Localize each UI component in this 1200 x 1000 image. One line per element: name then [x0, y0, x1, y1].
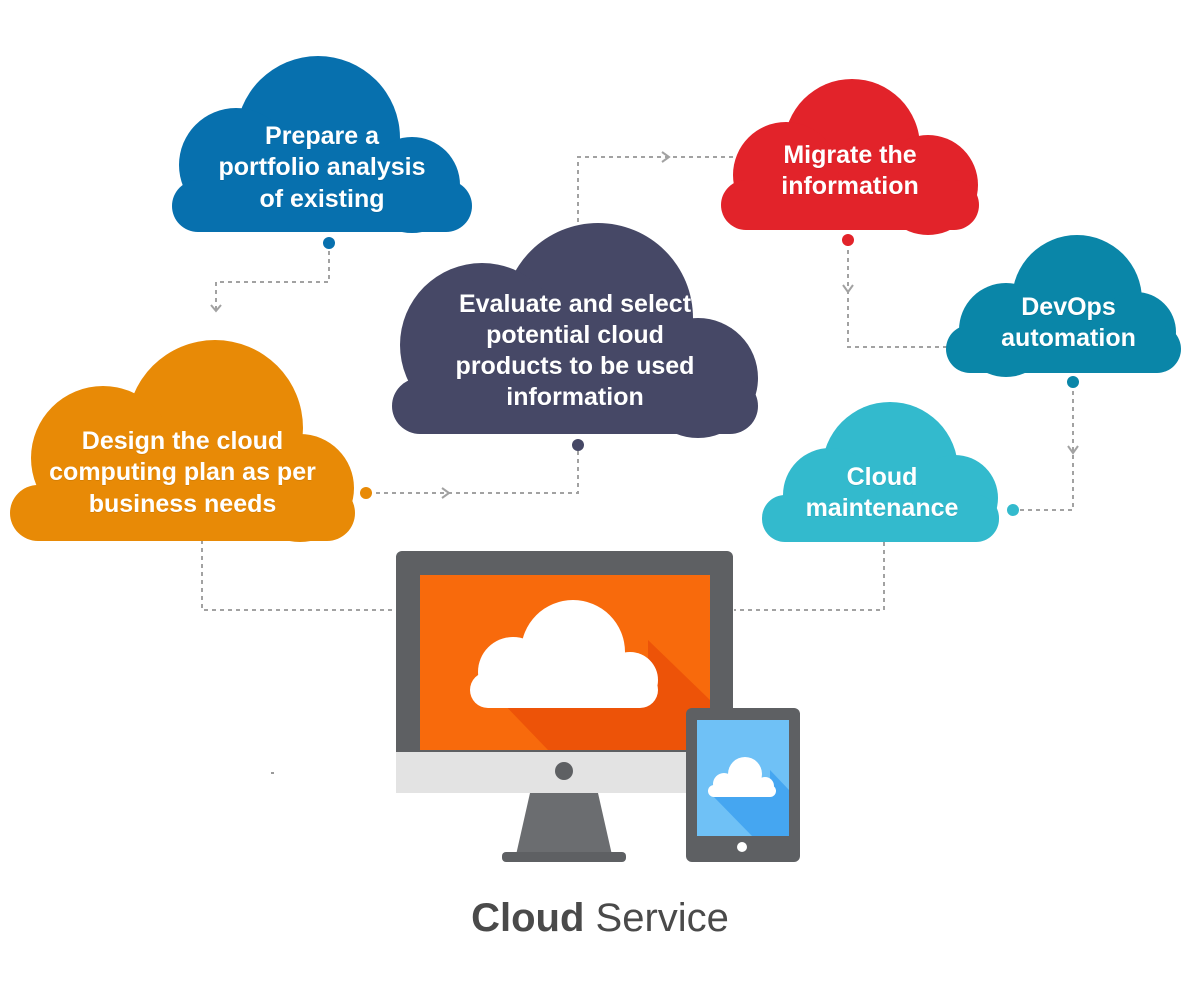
dot-portfolio	[323, 237, 335, 249]
monitor-screen-shadow	[500, 640, 710, 750]
dot-devops	[1067, 376, 1079, 388]
stray-dot	[271, 772, 274, 774]
tablet-button	[737, 842, 747, 852]
cloud-label-line: maintenance	[805, 494, 959, 522]
monitor-button	[555, 762, 573, 780]
monitor-cloud-icon	[470, 600, 658, 708]
monitor-stand	[516, 793, 612, 855]
cloud-label-line: of existing	[259, 184, 385, 213]
cloud-portfolio	[172, 56, 472, 233]
tablet-screen-shadow	[712, 770, 789, 836]
monitor-base	[502, 852, 626, 862]
caption-rest: Service	[584, 896, 729, 940]
cloud-label-line: portfolio analysis	[218, 153, 426, 182]
cloud-label-line: information	[506, 383, 644, 412]
arrow-migrate-devops	[842, 284, 854, 294]
arrow-evaluate-migrate	[661, 151, 671, 163]
connector-design-to-monitor	[201, 540, 400, 611]
connector-design-to-evaluate	[368, 446, 579, 494]
cloud-label-line: Prepare a	[265, 122, 379, 151]
cloud-evaluate	[392, 223, 758, 438]
cloud-maintenance-label: Cloud maintenance	[762, 450, 1002, 536]
cloud-label-line: potential cloud	[486, 320, 664, 349]
cloud-label-line: Cloud	[846, 462, 918, 491]
dot-maintenance	[1007, 504, 1019, 516]
cloud-label-line: business needs	[88, 489, 277, 518]
cloud-devops-label: DevOps automation	[946, 280, 1191, 366]
cloud-migrate-label: Migrate the information	[721, 126, 979, 216]
dot-migrate	[842, 234, 854, 246]
connector-migrate-to-devops	[847, 242, 950, 348]
cloud-label-line: Migrate the	[783, 140, 917, 169]
connector-evaluate-to-migrate	[577, 156, 740, 222]
connector-portfolio-to-design	[215, 243, 330, 312]
dot-design	[360, 487, 372, 499]
cloud-design	[10, 340, 355, 542]
cloud-label-line: products to be used	[455, 352, 695, 380]
tablet-icon	[686, 708, 800, 862]
dot-evaluate	[572, 439, 584, 451]
monitor-icon	[396, 551, 733, 862]
cloud-label-line: automation	[1001, 324, 1136, 352]
arrow-devops-maintenance	[1067, 445, 1079, 455]
arrow-portfolio-design	[210, 304, 222, 313]
cloud-label-line: computing plan as per	[49, 458, 316, 487]
cloud-maintenance	[762, 402, 999, 542]
arrow-design-evaluate	[441, 487, 451, 499]
connector-dots	[323, 234, 1079, 516]
connector-devops-to-maintenance	[1014, 383, 1074, 511]
cloud-label-line: DevOps	[1021, 292, 1116, 321]
cloud-devops	[946, 235, 1181, 377]
connectors	[201, 151, 1079, 611]
connector-maintenance-to-monitor	[734, 542, 885, 611]
cloud-label-line: information	[781, 172, 919, 200]
tablet-cloud-icon	[708, 757, 776, 797]
cloud-migrate	[721, 79, 979, 235]
cloud-label-line: Design the cloud	[81, 427, 284, 456]
cloud-label-line: Evaluate and select	[458, 289, 692, 318]
diagram-caption: Cloud Service	[0, 896, 1200, 941]
caption-bold: Cloud	[471, 896, 585, 940]
